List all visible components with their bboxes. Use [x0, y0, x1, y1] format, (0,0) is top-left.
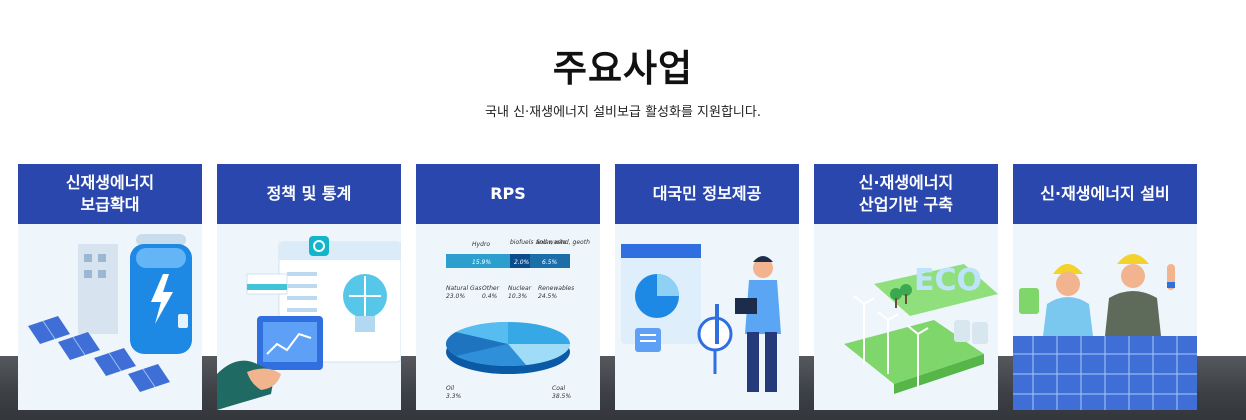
card-label: RPS — [416, 164, 600, 224]
biofuels-label: biofuels and waste — [510, 239, 567, 246]
card-renewable-facility[interactable]: 신·재생에너지 설비 — [1013, 164, 1197, 410]
hydro-label: Hydro — [472, 241, 490, 248]
oil-value: 3.3% — [446, 393, 462, 400]
card-label: 신·재생에너지 산업기반 구축 — [814, 164, 998, 224]
nuclear-value: 10.3% — [508, 293, 527, 300]
energy-storage-illustration — [18, 224, 202, 410]
card-label: 정책 및 통계 — [217, 164, 401, 224]
oil-label: Oil — [446, 385, 454, 392]
card-renewable-expansion[interactable]: 신재생에너지 보급확대 — [18, 164, 202, 410]
svg-text:ECO: ECO — [914, 263, 982, 298]
public-information-illustration — [615, 224, 799, 410]
natural-gas-label: Natural Gas — [446, 285, 482, 292]
biofuels-value: 2.0% — [514, 259, 530, 266]
rps-pie — [445, 322, 570, 374]
solar-value: 6.5% — [542, 259, 558, 266]
card-label: 신재생에너지 보급확대 — [18, 164, 202, 224]
other-label: Other — [482, 285, 500, 292]
card-public-info[interactable]: 대국민 정보제공 — [615, 164, 799, 410]
coal-label: Coal — [552, 385, 566, 392]
natural-gas-value: 23.0% — [446, 293, 465, 300]
card-label: 신·재생에너지 설비 — [1013, 164, 1197, 224]
section-subtitle: 국내 신·재생에너지 설비보급 활성화를 지원합니다. — [485, 105, 761, 120]
solar-facility-illustration — [1013, 224, 1197, 410]
section-title: 주요사업 — [552, 47, 694, 90]
nuclear-label: Nuclear — [508, 285, 532, 292]
card-policy-statistics[interactable]: 정책 및 통계 — [217, 164, 401, 410]
card-industry-base[interactable]: 신·재생에너지 산업기반 구축 ECO — [814, 164, 998, 410]
eco-industry-illustration: ECO — [814, 224, 998, 410]
renewables-label: Renewables — [538, 285, 574, 292]
rps-pie-chart-illustration: Hydro biofuels and waste Solar, wind, ge… — [416, 224, 600, 410]
other-value: 0.4% — [482, 293, 498, 300]
policy-statistics-illustration — [217, 224, 401, 410]
solar-label: Solar, wind, geoth — [536, 239, 590, 246]
coal-value: 38.5% — [552, 393, 571, 400]
card-rps[interactable]: RPS Hydro biofuels and waste Solar, wind… — [416, 164, 600, 410]
card-label: 대국민 정보제공 — [615, 164, 799, 224]
hydro-value: 15.9% — [472, 259, 491, 266]
renewables-value: 24.5% — [538, 293, 557, 300]
